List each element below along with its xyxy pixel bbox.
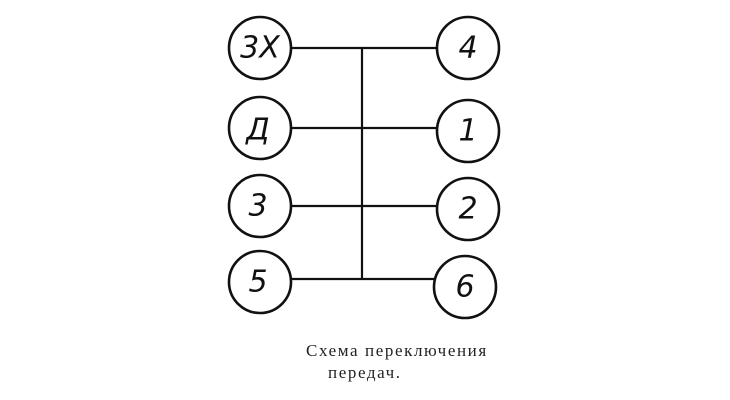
left-node-3-label: 3 xyxy=(248,189,267,224)
right-node-1-label: 4 xyxy=(458,31,477,66)
right-node-4-label: 6 xyxy=(455,270,474,305)
left-node-3: 3 xyxy=(227,173,293,239)
left-node-1: 3X xyxy=(227,15,293,81)
right-node-1: 4 xyxy=(435,15,501,81)
left-node-2: Д xyxy=(227,95,293,161)
caption-line-1: Схема переключения xyxy=(306,341,488,360)
right-node-2-label: 1 xyxy=(458,114,477,149)
right-node-4: 6 xyxy=(432,254,498,320)
right-node-3: 2 xyxy=(435,176,501,242)
caption-line-2: передач. xyxy=(328,363,402,382)
right-node-2: 1 xyxy=(435,98,501,164)
diagram-caption: Схема переключения передач. xyxy=(306,340,488,384)
left-node-4-label: 5 xyxy=(248,265,267,300)
right-node-3-label: 2 xyxy=(458,192,477,227)
left-node-4: 5 xyxy=(227,249,293,315)
left-node-1-label: 3X xyxy=(240,31,281,66)
left-node-2-label: Д xyxy=(244,113,269,148)
